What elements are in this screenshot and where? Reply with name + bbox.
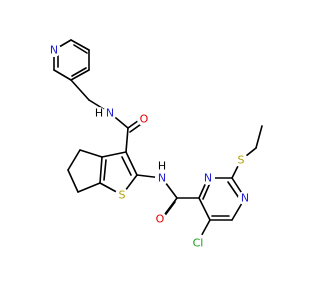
thioether-sulfur-label: S [238, 154, 245, 167]
carbonyl-oxygen-1: O [137, 112, 151, 126]
molecule-structure: N N H O S N H O N [47, 39, 263, 252]
bond [70, 39, 90, 51]
bond [125, 151, 138, 176]
carbonyl-oxygen-1-label: O [140, 113, 149, 126]
atom-layer: N N H O S N H O N [47, 43, 252, 252]
bond [125, 127, 129, 153]
bond [77, 182, 101, 193]
amide-hydrogen-1-label: H [95, 107, 103, 120]
amide-nitrogen-1: N H [93, 106, 117, 120]
bond [255, 125, 263, 149]
bond [121, 156, 132, 176]
bond [103, 159, 107, 181]
molecule-canvas: N N H O S N H O N [47, 39, 263, 252]
bond [73, 44, 88, 54]
bond [53, 69, 72, 81]
pyridine-nitrogen-label: N [50, 44, 58, 57]
pyrimidine-nitrogen-2: N [238, 191, 252, 205]
bond-layer [53, 39, 263, 241]
bond [67, 169, 79, 193]
carbonyl-oxygen-2: O [153, 212, 167, 226]
carbonyl-oxygen-2-label: O [156, 213, 165, 226]
bond [227, 181, 240, 199]
pyrimidine-nitrogen-1-label: N [204, 172, 212, 185]
thioether-sulfur: S [234, 153, 248, 167]
bond [101, 151, 127, 158]
pyridine-nitrogen: N [47, 43, 61, 57]
bond [70, 79, 90, 101]
bond [202, 182, 211, 200]
bond [70, 69, 90, 81]
chlorine-label: Cl [193, 237, 204, 250]
thiophene-sulfur: S [115, 188, 129, 202]
chlorine-atom: Cl [189, 234, 207, 252]
bond [71, 67, 87, 77]
pyrimidine-nitrogen-1: N [201, 171, 215, 185]
bond [198, 197, 211, 221]
thiophene-sulfur-label: S [119, 189, 126, 202]
amide-nitrogen-2-label: N [158, 172, 166, 185]
bond [79, 149, 103, 158]
bond [99, 156, 103, 184]
amide-nitrogen-2: N H [155, 160, 169, 185]
pyrimidine-nitrogen-2-label: N [241, 192, 249, 205]
bond [67, 149, 81, 171]
amide-hydrogen-2-label: H [158, 160, 166, 173]
amide-nitrogen-1-label: N [106, 107, 114, 120]
